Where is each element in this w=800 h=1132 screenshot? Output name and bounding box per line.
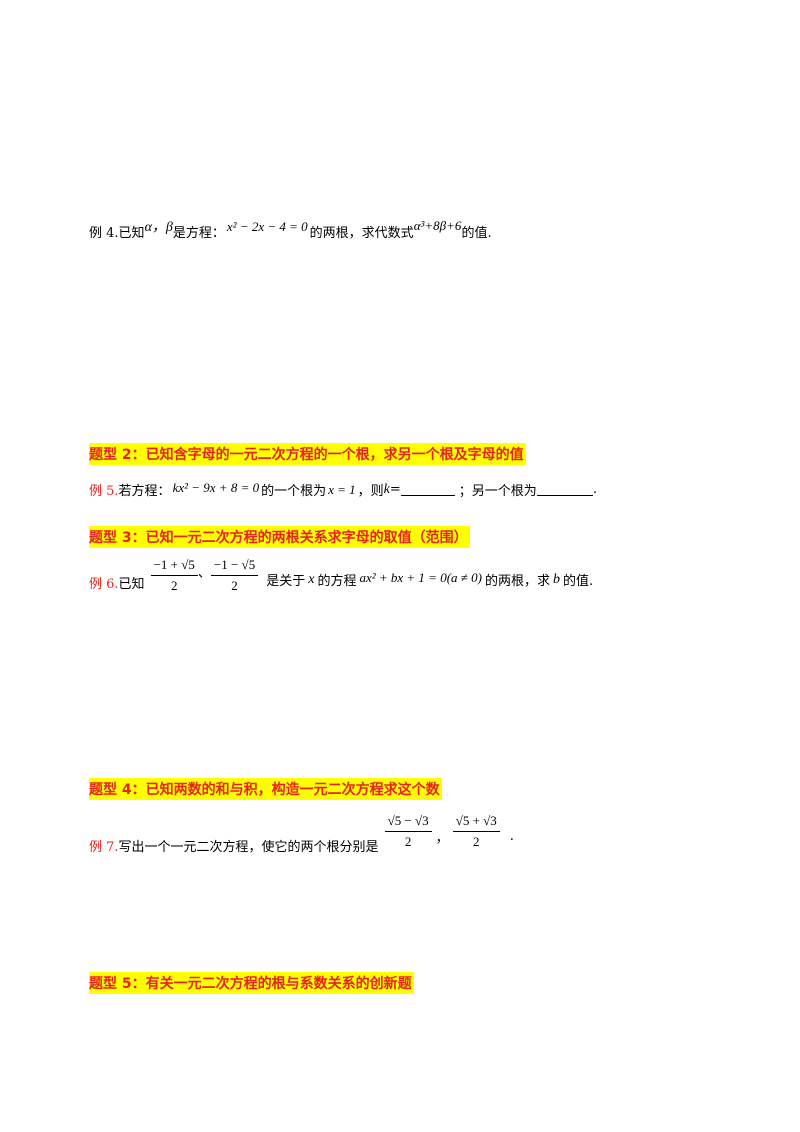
example-6-separator: 、 xyxy=(197,566,211,581)
example-5-blank-k[interactable] xyxy=(400,483,455,496)
example-4-text-2: 是方程： xyxy=(172,225,225,241)
example-6-text-3: 的方程 xyxy=(317,574,357,589)
heading-type-5: 题型 5：有关一元二次方程的根与系数关系的创新题 xyxy=(89,972,414,994)
example-4-text-4: 的值. xyxy=(461,225,492,241)
example-5-equation: kx² − 9x + 8 = 0 xyxy=(172,479,260,495)
example-4-alpha-beta: α，β xyxy=(144,220,173,235)
example-6-text-4: 的两根，求 xyxy=(485,574,551,589)
heading-type-3: 题型 3：已知一元二次方程的两根关系求字母的取值（范围） xyxy=(89,526,470,548)
example-7-separator: ， xyxy=(435,831,449,846)
example-6-fraction-2: −1 − √5 2 xyxy=(210,557,259,594)
example-7-fraction-1: √5 − √3 2 xyxy=(384,813,432,850)
example-7-fraction-2-denominator: 2 xyxy=(472,834,480,849)
heading-type-4: 题型 4：已知两数的和与积，构造一元二次方程求这个数 xyxy=(89,778,442,800)
heading-type-2: 题型 2：已知含字母的一元二次方程的一个根，求另一个根及字母的值 xyxy=(89,443,526,465)
example-5: 例 5. 若方程： kx² − 9x + 8 = 0 的一个根为 x = 1 ，… xyxy=(89,479,597,500)
example-7-fraction-1-denominator: 2 xyxy=(404,834,412,849)
example-5-root: x = 1 xyxy=(328,481,356,497)
example-4-label: 例 4. xyxy=(89,225,119,241)
example-7-fraction-2: √5 + √3 2 xyxy=(452,813,500,850)
example-6-b: b xyxy=(553,571,561,587)
example-6-fraction-1-denominator: 2 xyxy=(170,578,178,593)
example-5-k: k xyxy=(383,481,390,497)
example-4-equation: x² − 2x − 4 = 0 xyxy=(226,219,308,234)
example-4-text-3: 的两根，求代数式 xyxy=(309,225,414,241)
example-6-fraction-2-numerator: −1 − √5 xyxy=(210,557,259,576)
example-5-text-4: = xyxy=(389,482,401,497)
example-7: 例 7. 写出一个一元二次方程，使它的两个根分别是 √5 − √3 2 ， √5… xyxy=(89,808,514,855)
example-7-text-1: 写出一个一元二次方程，使它的两个根分别是 xyxy=(118,840,379,855)
example-6-label: 例 6. xyxy=(89,577,119,592)
example-5-text-5: ；另一个根为 xyxy=(458,484,537,499)
example-4: 例 4. 已知 α，β 是方程： x² − 2x − 4 = 0 的两根，求代数… xyxy=(89,218,492,241)
example-4-expression: α³+8β+6 xyxy=(413,218,462,233)
example-6-equation: ax² + bx + 1 = 0(a ≠ 0) xyxy=(359,569,483,585)
example-7-text-2: . xyxy=(509,829,514,844)
example-6-x: x xyxy=(308,571,315,587)
example-6-fraction-2-denominator: 2 xyxy=(231,578,238,593)
example-6-text-1: 已知 xyxy=(118,577,145,592)
example-5-blank-root[interactable] xyxy=(536,483,593,496)
example-5-label: 例 5. xyxy=(89,484,119,499)
example-6-text-5: 的值. xyxy=(563,574,594,589)
example-6-text-2: 是关于 xyxy=(266,574,306,589)
example-7-label: 例 7. xyxy=(89,840,119,855)
example-4-text-1: 已知 xyxy=(118,225,145,241)
example-5-text-3: ，则 xyxy=(357,484,384,499)
example-6-fraction-1: −1 + √5 2 xyxy=(150,557,198,594)
example-5-text-6: . xyxy=(592,482,597,497)
example-7-fraction-1-numerator: √5 − √3 xyxy=(384,813,432,832)
example-5-text-1: 若方程： xyxy=(118,484,171,499)
example-6-fraction-1-numerator: −1 + √5 xyxy=(150,557,198,576)
example-6: 例 6. 已知 −1 + √5 2 、 −1 − √5 2 是关于 x 的方程 … xyxy=(89,557,593,594)
example-5-text-2: 的一个根为 xyxy=(261,484,327,499)
example-7-fraction-2-numerator: √5 + √3 xyxy=(452,813,500,832)
